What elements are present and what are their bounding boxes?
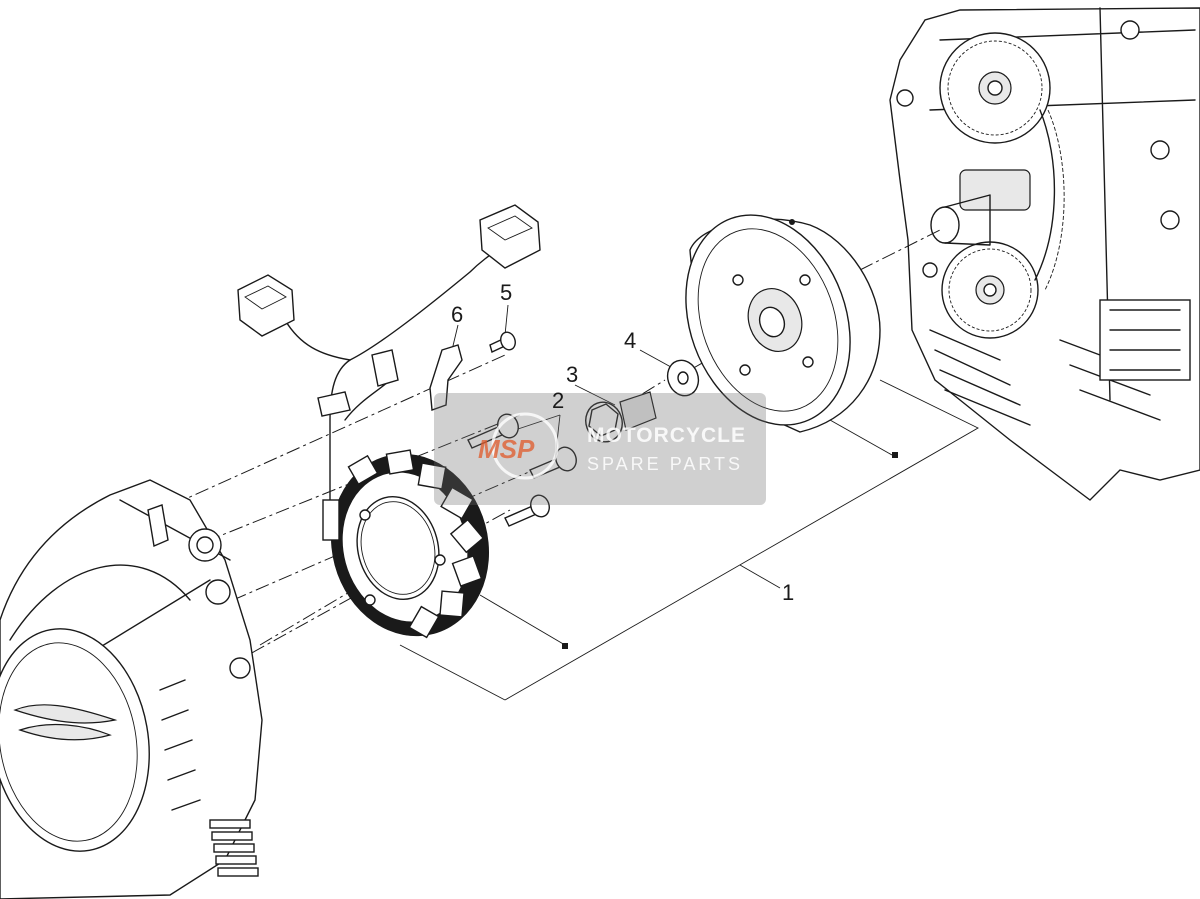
watermark-line2: SPARE PARTS (587, 454, 743, 474)
callout-6[interactable]: 6 (451, 302, 463, 327)
wiring-harness (237, 204, 541, 541)
cable-clamp (429, 344, 463, 411)
alternator-cover (0, 479, 263, 899)
stator (330, 449, 490, 639)
washer (666, 359, 700, 397)
engine-block (889, 7, 1200, 501)
watermark-line1: MOTORCYCLE (587, 424, 746, 447)
flywheel-bolt (585, 391, 657, 443)
flywheel-rotor (685, 214, 881, 433)
callout-labels: 1 2 3 4 5 6 (451, 280, 794, 605)
watermark-logo: MSP (478, 434, 535, 464)
callout-2[interactable]: 2 (552, 388, 564, 413)
callout-3[interactable]: 3 (566, 362, 578, 387)
callout-1[interactable]: 1 (782, 580, 794, 605)
callout-4[interactable]: 4 (624, 328, 636, 353)
callout-leaders (399, 304, 979, 701)
watermark: MSP MOTORCYCLE SPARE PARTS (434, 393, 766, 505)
clamp-screw (489, 331, 516, 353)
callout-5[interactable]: 5 (500, 280, 512, 305)
